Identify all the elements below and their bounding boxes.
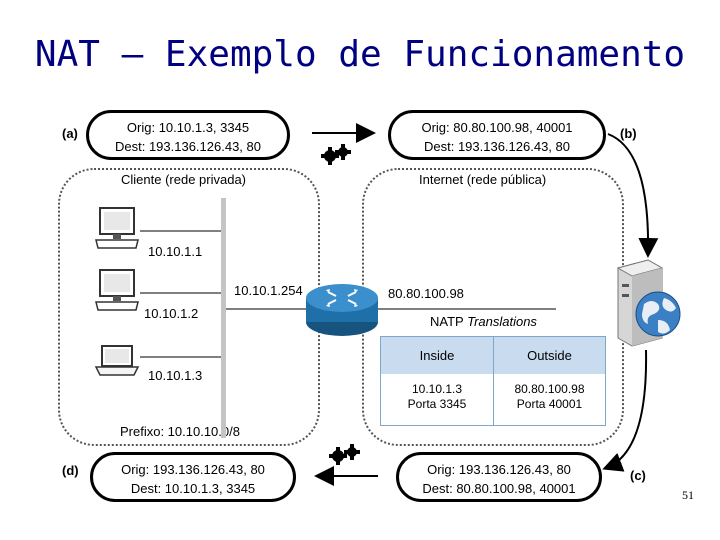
- natp-table: Inside Outside 10.10.1.3 Porta 3345 80.8…: [380, 336, 606, 426]
- packet-b-orig: Orig: 80.80.100.98, 40001: [421, 120, 573, 135]
- packet-a: Orig: 10.10.1.3, 3345 Dest: 193.136.126.…: [86, 110, 290, 160]
- step-d-tag: (d): [62, 463, 79, 478]
- natp-outside-port: Porta 40001: [516, 397, 583, 411]
- packet-c-orig: Orig: 193.136.126.43, 80: [427, 462, 571, 477]
- public-network-label: Internet (rede pública): [416, 172, 550, 187]
- arrow-icon: [602, 349, 648, 472]
- packet-d-dest: Dest: 10.10.1.3, 3345: [130, 481, 256, 496]
- step-a-tag: (a): [62, 126, 78, 141]
- gears-icon: [321, 144, 351, 165]
- arrow-icon: [607, 133, 659, 258]
- desktop-computer-icon: [95, 207, 139, 249]
- natp-inside-port: Porta 3345: [407, 397, 467, 411]
- natp-title-plain: NATP: [430, 314, 468, 329]
- packet-c-dest: Dest: 80.80.100.98, 40001: [422, 481, 576, 496]
- natp-header-outside: Outside: [494, 337, 605, 374]
- natp-inside-ip: 10.10.1.3: [411, 382, 463, 396]
- step-c-tag: (c): [630, 468, 646, 483]
- natp-outside-ip: 80.80.100.98: [514, 382, 585, 396]
- packet-d-orig: Orig: 193.136.126.43, 80: [121, 462, 265, 477]
- packet-a-orig: Orig: 10.10.1.3, 3345: [126, 120, 250, 135]
- natp-outside-cell: 80.80.100.98 Porta 40001: [494, 382, 605, 412]
- step-b-tag: (b): [620, 126, 637, 141]
- packet-b-dest: Dest: 193.136.126.43, 80: [423, 139, 570, 154]
- public-ip: 80.80.100.98: [388, 286, 464, 301]
- router-icon: [306, 284, 378, 336]
- slide-title: NAT – Exemplo de Funcionamento: [34, 34, 686, 75]
- host-ip-2: 10.10.1.2: [144, 306, 199, 321]
- page-number: 51: [682, 488, 694, 502]
- packet-d: Orig: 193.136.126.43, 80 Dest: 10.10.1.3…: [90, 452, 296, 502]
- natp-title-italic: Translations: [467, 314, 537, 329]
- natp-table-title: NATP Translations: [430, 314, 537, 329]
- network-prefix: Prefixo: 10.10.10.0/8: [120, 424, 240, 439]
- natp-column-divider: [493, 374, 494, 425]
- gears-icon: [329, 444, 360, 465]
- host-ip-1: 10.10.1.1: [148, 244, 203, 259]
- packet-a-dest: Dest: 193.136.126.43, 80: [114, 139, 261, 154]
- private-network-label: Cliente (rede privada): [118, 172, 250, 187]
- lan-bus: [221, 198, 226, 438]
- desktop-computer-icon: [95, 269, 139, 311]
- packet-b: Orig: 80.80.100.98, 40001 Dest: 193.136.…: [388, 110, 606, 160]
- laptop-icon: [94, 345, 140, 376]
- globe-icon: [635, 291, 681, 337]
- natp-inside-cell: 10.10.1.3 Porta 3345: [381, 382, 493, 412]
- natp-header-inside: Inside: [381, 337, 494, 374]
- packet-c: Orig: 193.136.126.43, 80 Dest: 80.80.100…: [396, 452, 602, 502]
- gateway-ip: 10.10.1.254: [234, 283, 303, 298]
- host-ip-3: 10.10.1.3: [148, 368, 203, 383]
